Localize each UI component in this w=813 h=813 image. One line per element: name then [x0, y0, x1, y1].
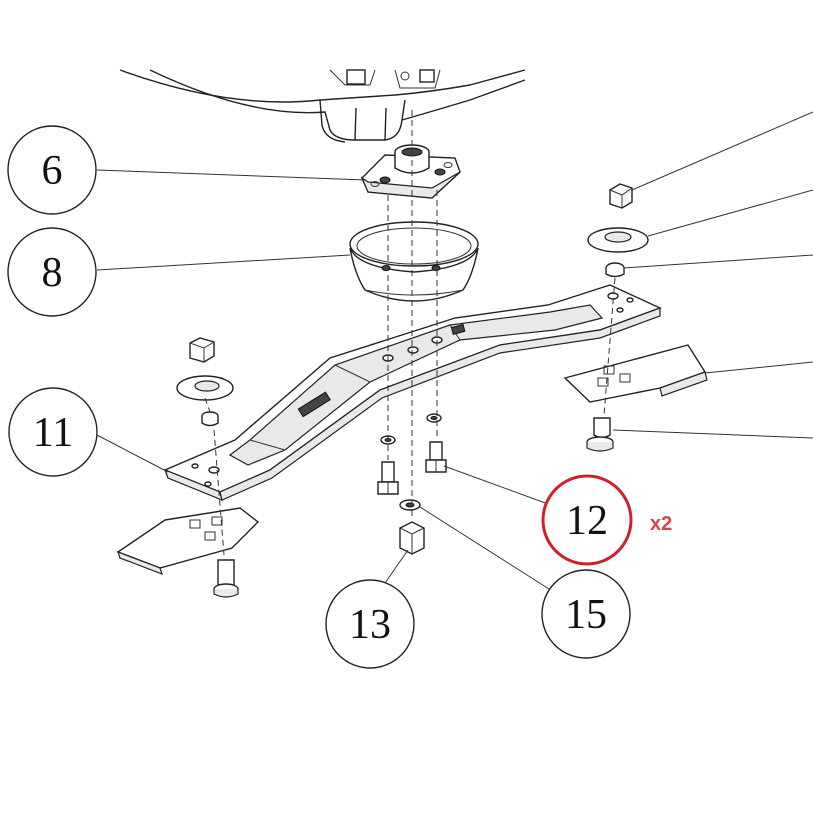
left-cutter-blade	[116, 507, 260, 576]
center-hardware	[377, 413, 447, 555]
callout-6-label: 6	[42, 148, 63, 194]
callout-11-label: 11	[33, 410, 73, 456]
assembly-axis-lines	[204, 110, 616, 556]
callout-11: 11	[8, 387, 98, 477]
callout-15-label: 15	[565, 592, 607, 638]
callout-6: 6	[7, 125, 97, 215]
callout-13-label: 13	[349, 602, 391, 648]
part-6-hub	[360, 144, 461, 199]
callout-15: 15	[541, 569, 631, 659]
part-8-cup	[349, 221, 479, 302]
main-blade-bar	[163, 284, 662, 502]
callout-12-label: 12	[566, 498, 608, 544]
deck-housing	[119, 69, 526, 143]
right-cutter-blade	[563, 344, 708, 403]
callout-8: 8	[7, 227, 97, 317]
right-hardware-stack	[586, 183, 649, 452]
quantity-label: x2	[650, 513, 672, 535]
callout-12: 12 x2	[541, 474, 672, 566]
left-hardware-stack	[176, 337, 239, 598]
callout-13: 13	[325, 579, 415, 669]
leader-lines	[96, 111, 813, 590]
callout-8-label: 8	[42, 250, 63, 296]
